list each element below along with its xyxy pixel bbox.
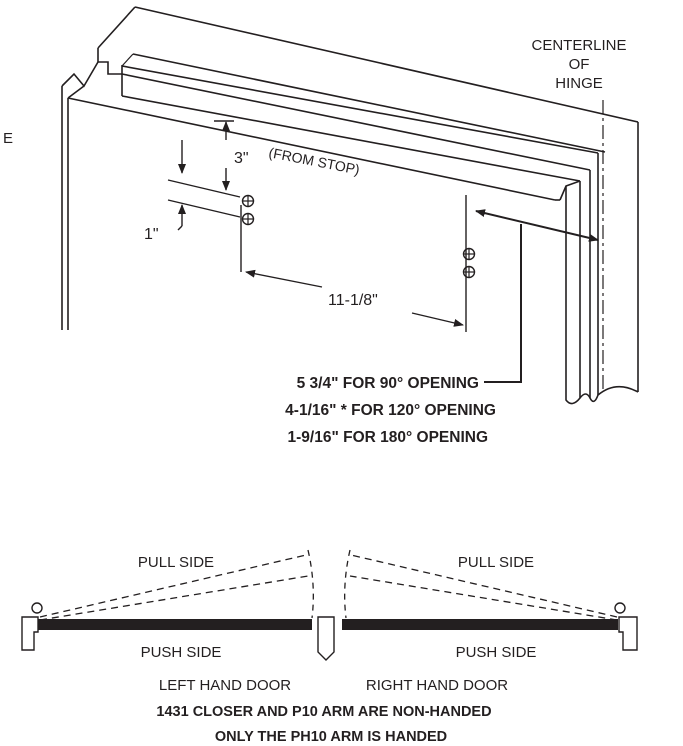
left-door-slab <box>38 619 312 630</box>
right-hand-door <box>342 549 638 651</box>
dimension-lines <box>167 120 599 383</box>
screw-hole-icon <box>462 247 476 261</box>
pivot-circle-icon <box>614 602 626 614</box>
left-pull-side-label: PULL SIDE <box>138 554 214 571</box>
screw-holes <box>241 194 476 279</box>
right-pull-side-label: PULL SIDE <box>458 554 534 571</box>
dimension-1in-label: 1" <box>144 226 159 243</box>
opening-note-90: 5 3/4" FOR 90° OPENING <box>297 375 479 392</box>
handing-note-line2: ONLY THE PH10 ARM IS HANDED <box>215 729 447 745</box>
screw-hole-icon <box>462 265 476 279</box>
opening-note-120: 4-1/16" * FOR 120° OPENING <box>285 402 496 419</box>
right-hand-door-caption: RIGHT HAND DOOR <box>366 677 508 694</box>
cut-off-label: E <box>3 130 13 147</box>
pivot-circle-icon <box>31 602 43 614</box>
door-frame <box>61 6 639 405</box>
centerline-label-line2: OF <box>569 56 590 73</box>
dimension-11in-label: 11-1/8" <box>328 292 378 309</box>
opening-note-180: 1-9/16" FOR 180° OPENING <box>288 429 488 446</box>
left-hand-door-caption: LEFT HAND DOOR <box>159 677 291 694</box>
right-push-side-label: PUSH SIDE <box>456 644 537 661</box>
door-stop <box>317 616 335 661</box>
centerline-label-line1: CENTERLINE <box>531 37 626 54</box>
screw-hole-icon <box>241 212 255 226</box>
handing-note-line1: 1431 CLOSER AND P10 ARM ARE NON-HANDED <box>156 704 491 720</box>
screw-hole-icon <box>241 194 255 208</box>
hinge-icon <box>21 616 39 651</box>
right-door-slab <box>342 619 618 630</box>
hinge-icon <box>618 616 638 651</box>
dimension-3in-label: 3" <box>234 150 249 167</box>
left-hand-door <box>21 549 314 651</box>
left-push-side-label: PUSH SIDE <box>141 644 222 661</box>
centerline-label-line3: HINGE <box>555 75 603 92</box>
